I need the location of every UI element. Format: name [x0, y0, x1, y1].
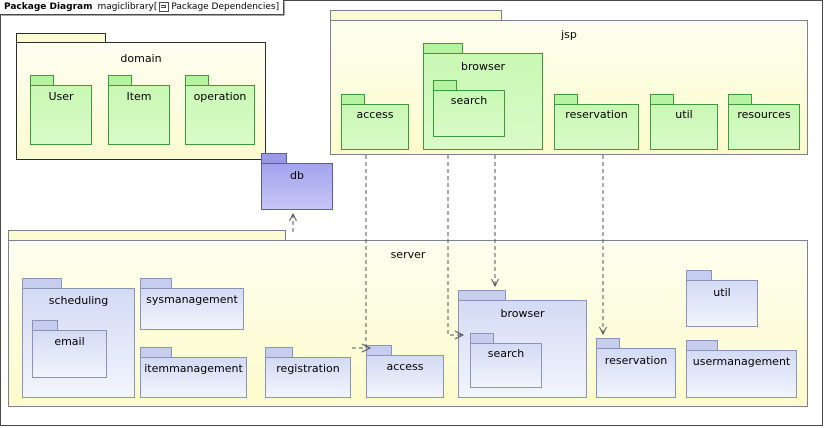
bracket-open: [: [153, 2, 158, 12]
package-body: [32, 330, 107, 378]
package-tab: [30, 75, 54, 86]
package-tab: [596, 338, 620, 349]
package-server-browser[interactable]: browser search: [458, 290, 590, 401]
package-body: [108, 85, 170, 145]
package-jsp-util[interactable]: util: [650, 94, 721, 153]
package-server-itemmanagement[interactable]: itemmanagement: [140, 347, 250, 401]
package-tab: [554, 94, 578, 105]
package-body: [140, 288, 244, 330]
package-body: [728, 104, 800, 150]
package-server-access[interactable]: access: [366, 345, 447, 401]
package-tab: [8, 230, 286, 241]
package-jsp-browser[interactable]: browser search: [423, 43, 546, 153]
package-tab: [140, 347, 172, 358]
package-body: [596, 348, 676, 398]
package-tab: [433, 80, 457, 91]
package-tab: [22, 278, 62, 289]
package-server[interactable]: server scheduling email sysmanagement: [8, 230, 812, 411]
package-tab: [470, 333, 494, 344]
package-jsp-search[interactable]: search: [433, 80, 508, 140]
package-jsp-resources[interactable]: resources: [728, 94, 803, 153]
package-tab: [728, 94, 752, 105]
package-server-usermanagement[interactable]: usermanagement: [686, 340, 800, 401]
package-tab: [32, 320, 58, 331]
package-body: [140, 357, 247, 398]
diagram-frame-tab[interactable]: Package Diagram magiclibrary [ Package D…: [0, 0, 285, 15]
document-icon: [159, 2, 170, 12]
package-tab: [140, 278, 172, 289]
package-tab: [650, 94, 674, 105]
package-jsp-access[interactable]: access: [341, 94, 412, 153]
package-body: [366, 355, 444, 398]
package-body: [686, 280, 758, 327]
package-server-registration[interactable]: registration: [265, 347, 354, 401]
package-tab: [423, 43, 463, 54]
package-tab: [341, 94, 365, 105]
package-body: [470, 343, 542, 388]
package-jsp-reservation[interactable]: reservation: [554, 94, 642, 153]
package-item[interactable]: Item: [108, 75, 173, 148]
bracket-close: ]: [275, 2, 280, 12]
package-server-scheduling[interactable]: scheduling email: [22, 278, 138, 401]
package-body: [650, 104, 718, 150]
package-body: [686, 350, 797, 398]
package-server-util[interactable]: util: [686, 270, 761, 330]
package-operation[interactable]: operation: [185, 75, 258, 148]
package-body: [261, 163, 333, 210]
diagram-kind-label: Package Diagram: [4, 2, 93, 12]
package-tab: [261, 153, 287, 164]
package-db[interactable]: db: [261, 153, 337, 214]
package-tab: [686, 270, 712, 281]
package-body: [265, 357, 351, 398]
package-body: [341, 104, 409, 150]
package-tab: [16, 33, 106, 43]
package-body: [185, 85, 255, 145]
package-tab: [330, 10, 502, 21]
package-server-sysmanagement[interactable]: sysmanagement: [140, 278, 247, 333]
package-server-search[interactable]: search: [470, 333, 545, 391]
package-server-reservation[interactable]: reservation: [596, 338, 679, 401]
package-server-email[interactable]: email: [32, 320, 110, 381]
diagram-model-name: magiclibrary: [97, 2, 154, 12]
package-jsp[interactable]: jsp access browser search: [330, 10, 812, 159]
package-tab: [686, 340, 718, 351]
diagram-view-name: Package Dependencies: [171, 2, 276, 12]
package-domain[interactable]: domain User Item operation: [16, 33, 270, 164]
package-tab: [185, 75, 209, 86]
package-tab: [265, 347, 293, 358]
package-body: [554, 104, 639, 150]
package-body: [433, 90, 505, 137]
package-tab: [108, 75, 132, 86]
package-body: [30, 85, 92, 145]
package-user[interactable]: User: [30, 75, 95, 148]
